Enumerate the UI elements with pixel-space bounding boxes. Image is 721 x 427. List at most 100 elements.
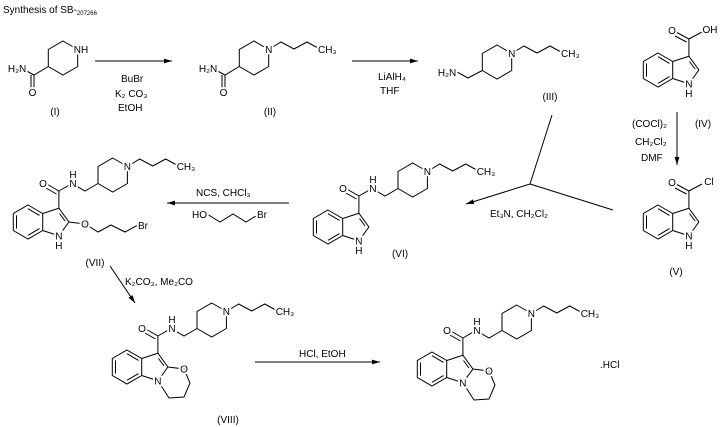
indole-fragment (312, 209, 370, 245)
atom-n: N (265, 45, 272, 56)
atom-ch3: CH₃ (177, 162, 196, 173)
oxazinoindole-fragment: O N O N H N CH₃ (416, 304, 601, 401)
svg-text:DMF: DMF (641, 153, 663, 164)
hcl-salt-label: .HCl (600, 360, 619, 371)
atom-h: H (685, 241, 692, 252)
atom-n: N (685, 80, 692, 91)
indole-fragment (416, 351, 474, 387)
atom-o: O (138, 324, 146, 335)
atom-h: H (355, 246, 362, 257)
indole-nh-fragment: N H (642, 52, 700, 102)
atom-h: H (473, 317, 480, 328)
label-compound-V: (V) (669, 267, 682, 278)
amide-chain-fragment: O N H N CH₃ (136, 302, 296, 354)
butylpiperidine-fragment: N CH₃ (238, 40, 339, 76)
atom-h: H (69, 170, 76, 181)
svg-text:LiAlH₄: LiAlH₄ (378, 72, 406, 83)
svg-text:H₂N: H₂N (8, 64, 26, 75)
svg-text:O: O (668, 26, 676, 37)
reagents-step-5: NCS, CHCl₃ HO Br (190, 188, 270, 223)
reaction-arrow-4 (465, 114, 614, 211)
butylpiperidine-fragment: N CH₃ (501, 304, 601, 340)
indole-nh-fragment: N H (312, 209, 370, 259)
compound-III: N CH₃ H₂N (436, 44, 582, 81)
amide-chain-fragment: O N H N CH₃ (37, 157, 197, 209)
atom-n: N (685, 232, 692, 243)
butylpiperidine-fragment: N CH₃ (97, 157, 197, 193)
reagents-step-4: Et₃N, CH₂Cl₂ (490, 209, 548, 220)
reagents-step-6: K₂CO₃, Me₂CO (125, 277, 193, 288)
label-compound-VI: (VI) (392, 249, 408, 260)
svg-text:K₂ CO₃: K₂ CO₃ (115, 89, 147, 100)
atom-n: N (528, 309, 535, 320)
atom-h: H (168, 315, 175, 326)
indole-fragment (111, 349, 169, 385)
atom-o: O (39, 179, 47, 190)
svg-text:Cl: Cl (704, 177, 713, 188)
atom-o: O (180, 365, 188, 376)
reagents-step-3: (COCl)₂ CH₂Cl₂ DMF (632, 119, 667, 164)
amide-chain-fragment: O N H N CH₃ (441, 304, 601, 356)
indole-nh-fragment: N H (642, 204, 700, 254)
atom-h: H (369, 175, 376, 186)
label-compound-III: (III) (543, 92, 558, 103)
reagents-step-7: HCl, EtOH (299, 349, 346, 360)
atom-ch3: CH₃ (561, 49, 580, 60)
compound-IV: N H O OH (642, 23, 720, 102)
svg-text:NCS, CHCl₃: NCS, CHCl₃ (196, 188, 251, 199)
compound-VI: N H O N H N CH₃ (312, 162, 497, 259)
indole-nh-fragment: N H (12, 204, 70, 254)
atom-h: H (685, 89, 692, 100)
atom-n: N (508, 49, 515, 60)
label-compound-VIII: (VIII) (217, 415, 239, 426)
oxazinoindole-fragment: O N O N H N CH₃ (111, 302, 296, 399)
svg-text:OH: OH (703, 25, 718, 36)
svg-text:O: O (81, 220, 89, 231)
compound-final: O N O N H N CH₃ (416, 304, 601, 401)
svg-text:CH₂Cl₂: CH₂Cl₂ (635, 137, 667, 148)
atom-n: N (124, 162, 131, 173)
amide-chain-fragment: O N H N CH₃ (337, 162, 497, 214)
svg-text:O: O (668, 178, 676, 189)
label-compound-II: (II) (264, 107, 276, 118)
svg-text:BuBr: BuBr (121, 74, 144, 85)
compound-VIII: O N O N H N CH₃ (111, 302, 296, 399)
atom-ch3: CH₃ (581, 309, 600, 320)
svg-text:O: O (220, 88, 228, 99)
atom-n: N (69, 179, 76, 190)
svg-text:(COCl)₂: (COCl)₂ (632, 119, 667, 130)
butylpiperidine-fragment: N CH₃ (397, 162, 497, 198)
compound-V: N H O Cl (642, 175, 716, 254)
label-compound-IV: (IV) (695, 119, 711, 130)
atom-n: N (473, 326, 480, 337)
atom-ch3: CH₃ (276, 307, 295, 318)
atom-o: O (443, 326, 451, 337)
compound-I: NH H₂N O (6, 40, 90, 101)
compound-VII: N H O N H N CH₃ O Br (12, 157, 197, 254)
butylpiperidine-fragment: N CH₃ (196, 302, 296, 338)
indole-fragment (642, 52, 700, 88)
atom-n: N (223, 307, 230, 318)
atom-n: N (459, 379, 466, 390)
svg-text:Br: Br (257, 210, 268, 221)
atom-n: N (55, 232, 62, 243)
atom-n: N (369, 184, 376, 195)
svg-text:O: O (29, 88, 37, 99)
svg-text:H₂N: H₂N (438, 68, 456, 79)
atom-o: O (339, 184, 347, 195)
svg-text:THF: THF (380, 86, 399, 97)
compound-II: N CH₃ H₂N O (197, 40, 339, 101)
atom-n: N (355, 237, 362, 248)
atom-n: N (154, 377, 161, 388)
reagents-step-1: BuBr K₂ CO₃ EtOH (115, 74, 147, 114)
indole-fragment (642, 204, 700, 240)
svg-text:H₂N: H₂N (199, 64, 217, 75)
scheme-title: Synthesis of SB-207266 (3, 5, 98, 17)
reaction-arrow-6 (109, 265, 136, 304)
reagents-step-2: LiAlH₄ THF (378, 72, 406, 97)
atom-ch3: CH₃ (477, 167, 496, 178)
svg-text:Br: Br (138, 221, 149, 232)
atom-o: O (485, 367, 493, 378)
label-compound-VII: (VII) (86, 258, 105, 269)
